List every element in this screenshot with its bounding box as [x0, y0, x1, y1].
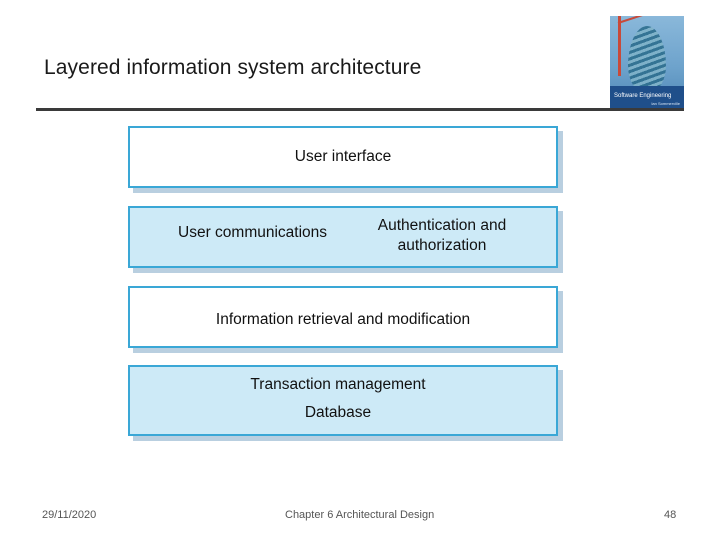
layer-information-retrieval: Information retrieval and modification: [128, 286, 558, 348]
footer-chapter: Chapter 6 Architectural Design: [285, 509, 435, 521]
layer-communications-auth: User communications Authentication and a…: [128, 206, 558, 268]
layer-label-user-communications: User communications: [178, 224, 328, 241]
slide-title: Layered information system architecture: [44, 56, 422, 79]
footer-date: 29/11/2020: [42, 509, 97, 521]
title-divider: [36, 108, 684, 111]
layer-label-transaction-management: Transaction management: [250, 376, 426, 393]
book-cover-image: Software Engineering Ian Sommerville: [610, 16, 684, 108]
crane-arm-illustration: [617, 16, 647, 24]
crane-illustration: [618, 16, 621, 76]
cover-title: Software Engineering: [614, 93, 672, 99]
footer-page-number: 48: [664, 509, 677, 521]
building-illustration: [628, 26, 666, 92]
layer-label-information-retrieval: Information retrieval and modification: [215, 311, 471, 328]
layer-user-interface: User interface: [128, 126, 558, 188]
cover-title-band: [610, 86, 684, 108]
layer-transaction-database: Transaction management Database: [128, 365, 558, 436]
layer-label-user-interface: User interface: [294, 148, 392, 165]
cover-author: Ian Sommerville: [651, 101, 680, 106]
layer-label-authentication: Authentication and authorization: [377, 217, 507, 254]
layer-label-database: Database: [304, 404, 372, 421]
